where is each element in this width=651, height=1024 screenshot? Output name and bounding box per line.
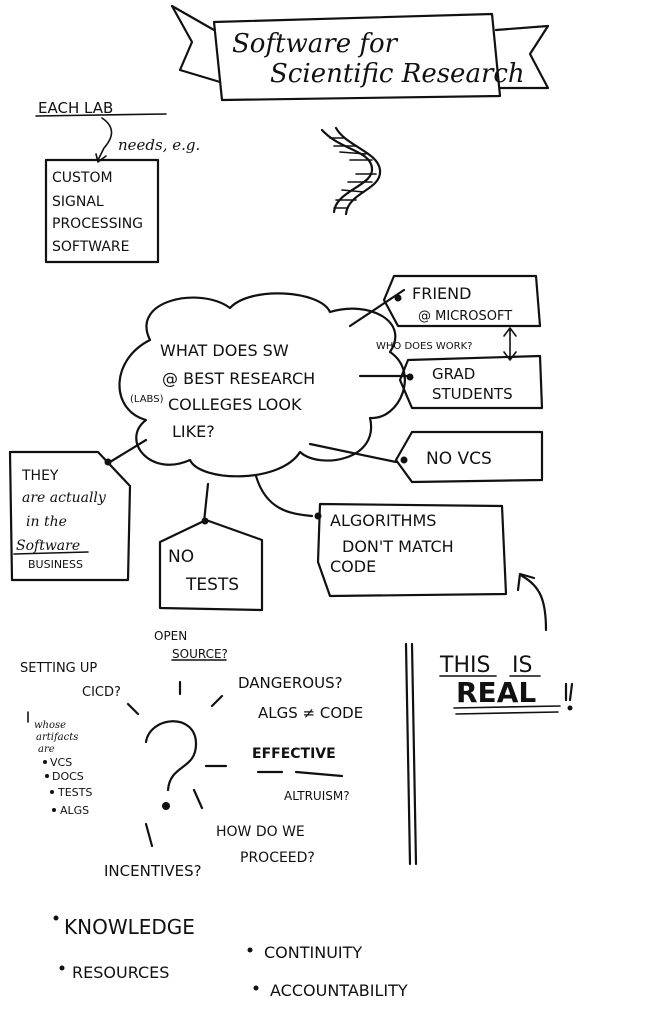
no-vcs-label: NO VCS xyxy=(426,449,492,469)
whose-line-3: are xyxy=(38,744,55,755)
continuity-label: CONTINUITY xyxy=(264,943,362,962)
knowledge-label: KNOWLEDGE xyxy=(64,915,195,939)
they-tag: THEY are actually in the Software BUSINE… xyxy=(8,438,148,582)
dangerous-label: DANGEROUS? xyxy=(238,674,343,692)
cloud-line-3: COLLEGES LOOK xyxy=(168,395,302,414)
central-cloud: WHAT DOES SW @ BEST RESEARCH (LABS) COLL… xyxy=(118,292,406,478)
no-tests-tag: NO TESTS xyxy=(158,482,264,612)
setting-up-label: SETTING UP xyxy=(20,661,97,676)
how-do-we-label: HOW DO WE xyxy=(216,824,305,840)
source-label: SOURCE? xyxy=(172,647,228,661)
algorithms-line-2: DON'T MATCH xyxy=(342,537,454,556)
this-is-real-group: THIS IS REAL xyxy=(404,642,574,866)
custom-line-2: SIGNAL xyxy=(52,194,104,210)
grad-students-tag: WHO DOES WORK? GRAD STUDENTS xyxy=(358,327,544,410)
title-line-2: Scientific Research xyxy=(270,59,525,89)
proceed-label: PROCEED? xyxy=(240,850,315,866)
friend-line-2: @ MICROSOFT xyxy=(418,309,512,324)
algorithms-tag: ALGORITHMS DON'T MATCH CODE xyxy=(254,474,548,632)
grad-line-1: GRAD xyxy=(432,365,475,383)
they-line-3: in the xyxy=(26,514,67,530)
dna-helix-icon xyxy=(320,126,382,216)
artifact-vcs: VCS xyxy=(50,756,72,769)
grad-line-2: STUDENTS xyxy=(432,385,513,403)
whose-line-2: artifacts xyxy=(36,732,78,743)
bottom-list: KNOWLEDGE RESOURCES CONTINUITY ACCOUNTAB… xyxy=(53,915,408,1000)
artifact-tests: TESTS xyxy=(57,786,92,799)
algorithms-line-1: ALGORITHMS xyxy=(330,511,436,530)
open-label: OPEN xyxy=(154,629,187,643)
cloud-labs-note: (LABS) xyxy=(130,394,164,405)
altruism-label: ALTRUISM? xyxy=(284,789,350,803)
friend-tag: FRIEND @ MICROSOFT xyxy=(348,274,542,328)
resources-label: RESOURCES xyxy=(72,963,169,982)
custom-software-box xyxy=(44,158,160,264)
algs-ne-code-label: ALGS ≠ CODE xyxy=(258,704,363,722)
incentives-label: INCENTIVES? xyxy=(104,862,202,880)
whose-line-1: whose xyxy=(34,720,66,731)
custom-line-3: PROCESSING xyxy=(52,216,143,232)
this-label: THIS xyxy=(439,653,490,678)
each-lab-label: EACH LAB xyxy=(38,99,113,117)
they-software: Software xyxy=(16,538,80,554)
each-lab-group: EACH LAB needs, e.g. CUSTOM SIGNAL PROCE… xyxy=(35,99,200,264)
no-vcs-tag: NO VCS xyxy=(308,430,544,484)
who-does-work-label: WHO DOES WORK? xyxy=(376,341,472,352)
title-line-1: Software for xyxy=(232,29,399,59)
title-banner: Software for Scientific Research xyxy=(170,4,550,102)
they-line-1: THEY xyxy=(21,468,59,484)
custom-line-4: SOFTWARE xyxy=(52,239,130,255)
question-mark-dot xyxy=(162,802,170,810)
no-tests-line-2: TESTS xyxy=(185,575,239,595)
needs-label: needs, e.g. xyxy=(118,136,200,154)
they-business: BUSINESS xyxy=(28,558,83,571)
algorithms-line-3: CODE xyxy=(330,557,376,576)
accountability-label: ACCOUNTABILITY xyxy=(270,981,408,1000)
they-line-2: are actually xyxy=(22,490,107,506)
effective-label: EFFECTIVE xyxy=(252,746,336,762)
friend-line-1: FRIEND xyxy=(412,284,471,303)
no-tests-line-1: NO xyxy=(168,547,194,567)
cloud-line-1: WHAT DOES SW xyxy=(160,341,289,360)
cloud-line-2: @ BEST RESEARCH xyxy=(162,369,315,388)
artifact-docs: DOCS xyxy=(52,770,84,783)
artifact-algs: ALGS xyxy=(60,804,89,817)
cicd-label: CICD? xyxy=(82,685,121,700)
custom-line-1: CUSTOM xyxy=(52,170,113,186)
is-label: IS xyxy=(512,653,532,678)
cloud-line-4: LIKE? xyxy=(172,422,215,441)
real-label: REAL xyxy=(456,676,536,709)
question-cluster: SETTING UP CICD? OPEN SOURCE? DANGEROUS?… xyxy=(20,629,363,880)
